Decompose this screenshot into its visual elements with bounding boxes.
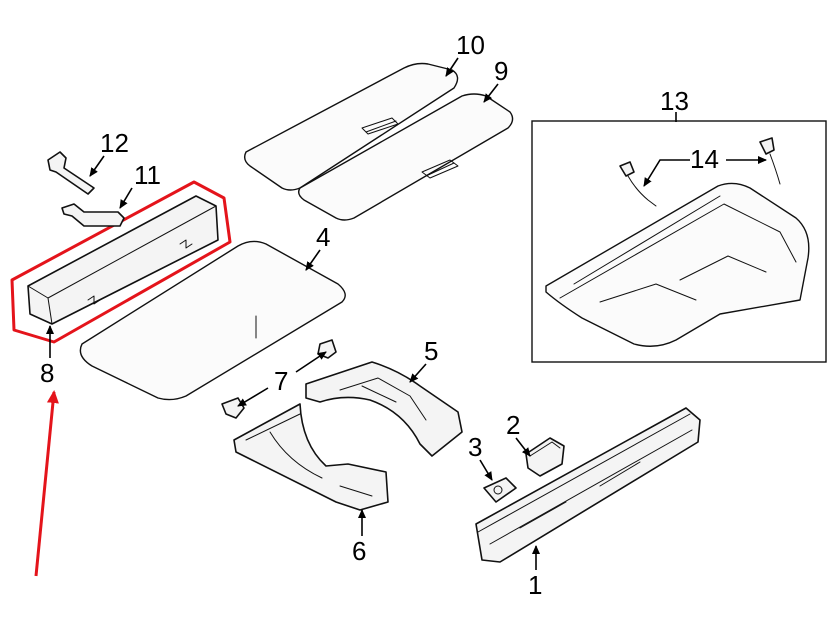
red-indicator-arrow [34,390,59,577]
callout-5: 5 [424,336,438,366]
leader-3 [479,459,493,481]
leader-9 [483,83,499,103]
leader-12 [89,155,105,177]
part-10-floor-panel[interactable] [243,62,459,191]
callout-8: 8 [40,358,54,388]
leader-5 [409,363,427,383]
callout-9: 9 [494,56,508,86]
callout-3: 3 [468,432,482,462]
part-14-strap-right[interactable] [759,137,781,185]
leader-14-left [643,159,690,187]
part-13-cargo-cover[interactable] [545,182,810,347]
callout-7: 7 [274,366,288,396]
leader-4 [305,249,321,271]
part-9-floor-panel[interactable] [297,93,514,221]
callout-10: 10 [456,30,485,60]
callout-2: 2 [506,410,520,440]
part-4-cargo-mat[interactable] [79,240,346,401]
leader-10 [445,57,459,77]
part-3-cap[interactable] [483,477,517,503]
leader-11 [119,187,133,209]
part-1-sill-plate[interactable] [475,407,701,563]
leader-7-right [295,351,327,373]
part-8-side-trim-panel[interactable] [27,195,219,325]
part-12-bracket[interactable] [47,151,95,195]
part-7-clip-left[interactable] [221,397,245,419]
leader-lines [46,57,767,570]
callout-1: 1 [528,570,542,600]
leader-7-left [237,387,269,407]
part-2-anchor[interactable] [525,437,565,477]
leader-2 [515,437,531,457]
callout-6: 6 [352,536,366,566]
part-14-strap-left[interactable] [619,161,657,207]
part-6-floor-support[interactable] [233,403,389,511]
part-8-highlight-outline [10,180,232,344]
callout-11: 11 [134,160,161,190]
part-5-wheel-well-trim[interactable] [305,361,463,457]
callout-12: 12 [100,128,129,158]
callout-13: 13 [660,86,689,116]
callout-14: 14 [690,144,719,174]
callout-4: 4 [316,222,330,252]
part-11-bracket[interactable] [61,203,125,227]
inset-13-frame [531,120,827,363]
